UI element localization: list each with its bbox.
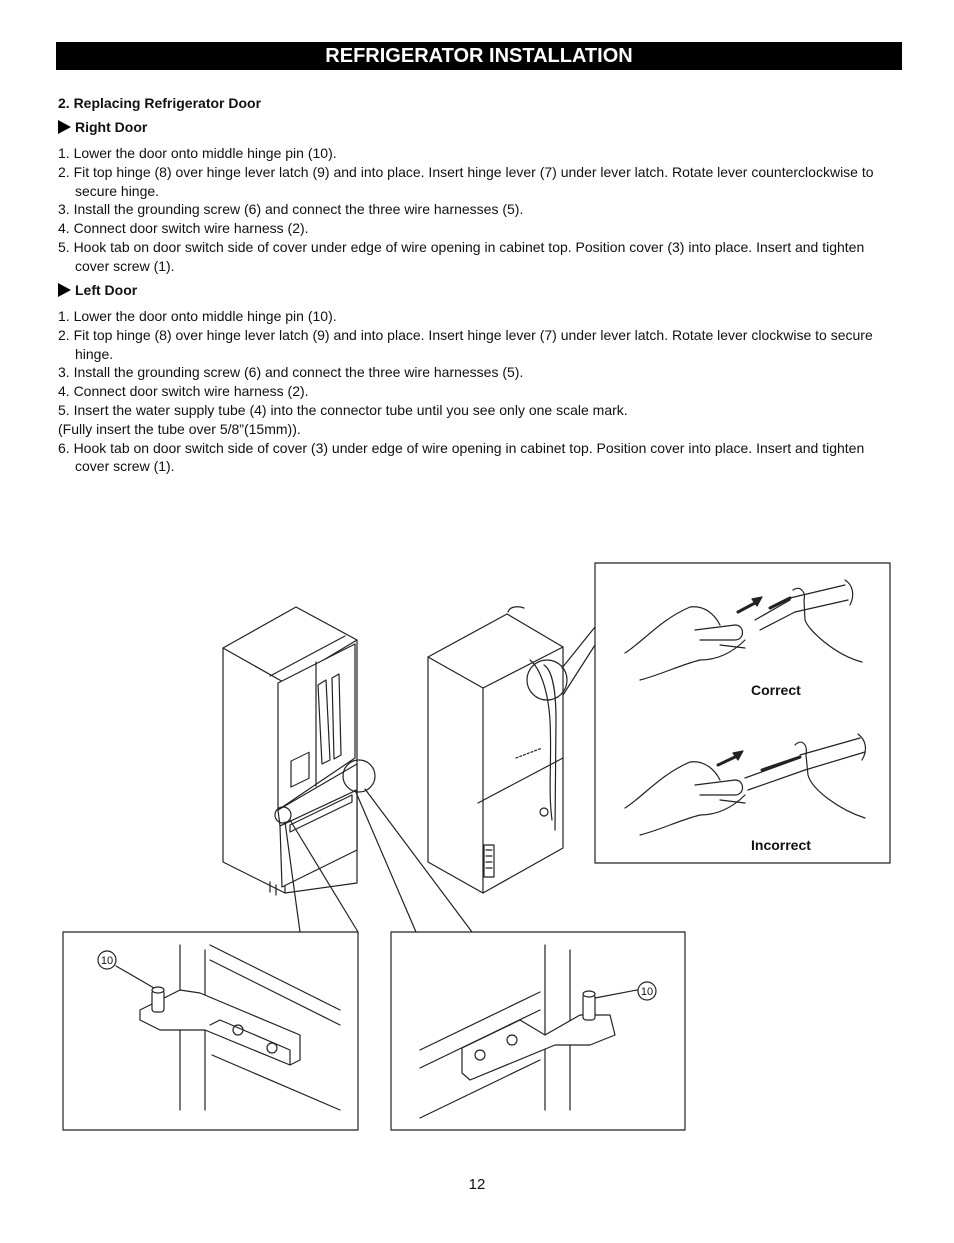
hands-correct-drawing [624,579,863,681]
list-item: 1. Lower the door onto middle hinge pin … [58,308,337,324]
section-title: 2. Replacing Refrigerator Door [58,95,262,111]
list-item: 3. Install the grounding screw (6) and c… [58,364,524,381]
correct-label: Correct [751,682,801,698]
refrigerator-front-drawing [222,606,358,896]
left-door-heading: Left Door [58,282,137,298]
right-door-heading-text: Right Door [75,119,148,135]
callout-circle [274,806,292,824]
left-hinge-drawing [97,944,341,1111]
left-door-steps: 1. Lower the door onto middle hinge pin … [58,307,890,476]
callout-number-right: 10 [641,986,653,998]
list-item: 5. Hook tab on door switch side of cover… [58,238,865,274]
list-item: 4. Connect door switch wire harness (2). [58,220,309,237]
list-item: 2. Fit top hinge (8) over hinge lever la… [58,163,874,199]
list-item: 4. Connect door switch wire harness (2). [58,383,309,400]
list-item: 2. Fit top hinge (8) over hinge lever la… [58,326,873,362]
callout-circle [342,759,376,793]
page-header: REFRIGERATOR INSTALLATION [56,42,902,70]
left-door-heading-text: Left Door [75,282,138,298]
list-item: 5. Insert the water supply tube (4) into… [58,401,628,418]
right-door-steps: 1. Lower the door onto middle hinge pin … [58,144,890,276]
triangle-bullet-icon [58,283,71,297]
callout-number-left: 10 [101,955,113,967]
callout-circle [526,659,568,701]
hands-incorrect-drawing [624,733,867,836]
list-item: 1. Lower the door onto middle hinge pin … [58,145,337,161]
list-item: (Fully insert the tube over 5/8”(15mm)). [58,420,301,437]
list-item: 6. Hook tab on door switch side of cover… [58,439,865,475]
page-number: 12 [468,1176,486,1193]
callout-number-circle [97,950,117,970]
tube-detail-box [594,562,891,864]
right-hinge-drawing [419,944,657,1119]
refrigerator-side-drawing [427,606,564,894]
right-door-heading: Right Door [58,119,147,135]
triangle-bullet-icon [58,120,71,134]
callout-number-circle [637,981,657,1001]
incorrect-label: Incorrect [751,837,811,853]
list-item: 3. Install the grounding screw (6) and c… [58,201,524,218]
